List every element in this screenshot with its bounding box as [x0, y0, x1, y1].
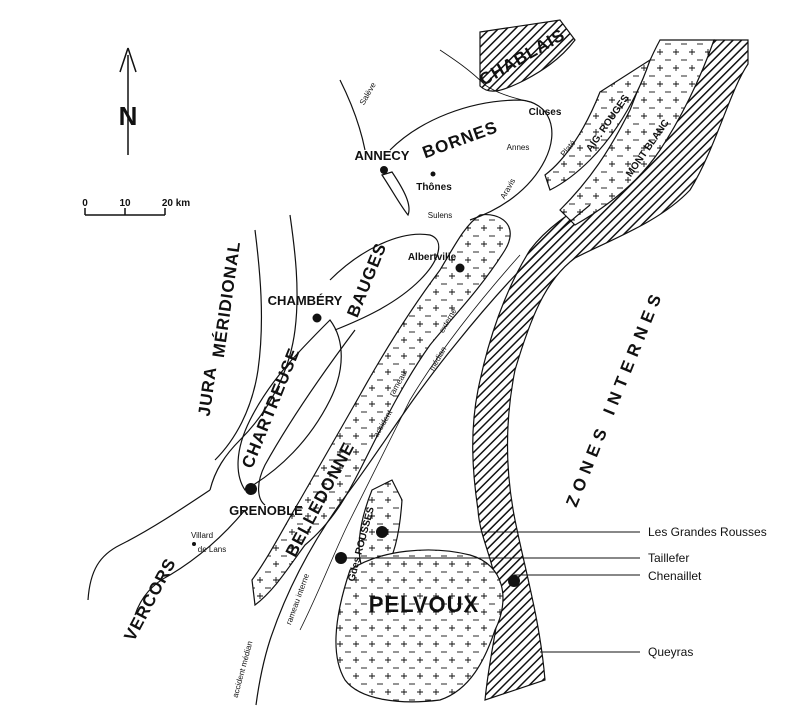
label-saleve: Salève — [358, 80, 378, 106]
label-cluses: Cluses — [529, 107, 562, 118]
label-belledonne: BELLEDONNE — [282, 439, 358, 560]
north-arrow: N — [119, 47, 138, 155]
north-label: N — [119, 101, 138, 131]
jura-outline — [209, 214, 298, 491]
mont-blanc-massif — [559, 39, 715, 226]
lake-annecy — [381, 171, 410, 217]
rameau-interne-line — [299, 254, 521, 631]
accident-median-fault — [255, 204, 591, 706]
aig-rouges-massif — [544, 58, 652, 191]
bornes-outline — [389, 99, 553, 221]
vercors-outline-2 — [134, 509, 246, 616]
scale-tick-10: 10 — [119, 198, 131, 209]
chartreuse-outline — [237, 319, 342, 491]
belledonne-massif — [251, 213, 511, 607]
label-annes: Annes — [507, 143, 530, 152]
label-meridional: MÉRIDIONAL — [209, 240, 244, 359]
label-annecy: ANNECY — [355, 148, 410, 163]
label-zones-internes: ZONES INTERNES — [562, 286, 667, 509]
annecy-dot — [380, 166, 388, 174]
chambery-dot — [312, 313, 322, 323]
saleve-outline — [339, 79, 366, 151]
label-rameau-interne: rameau interne — [284, 572, 311, 626]
villard-dot — [192, 542, 196, 546]
jura-outline-2 — [214, 229, 263, 461]
thones-dot — [430, 171, 436, 177]
annotation-queyras: Queyras — [648, 645, 693, 659]
label-chambery: CHAMBÉRY — [268, 293, 343, 308]
vercors-outline — [87, 489, 211, 601]
bauges-outline — [329, 233, 440, 331]
label-bornes: BORNES — [420, 117, 500, 162]
label-thones: Thônes — [416, 182, 452, 193]
label-albertville: Albertville — [408, 252, 457, 263]
albertville-dot — [455, 263, 465, 273]
chenaillet-point — [508, 575, 520, 587]
scale-bar: 0 10 20 km — [82, 198, 190, 216]
label-villard: Villard — [191, 531, 213, 540]
label-pelvoux: PELVOUX — [369, 592, 480, 617]
grenoble-dot — [245, 483, 257, 495]
label-accident-median: accident médian — [231, 640, 255, 699]
annotation-grandes-rousses: Les Grandes Rousses — [648, 525, 767, 539]
annotation-taillefer: Taillefer — [648, 551, 689, 565]
zones-internes-boundary — [472, 39, 749, 701]
rhone-valley-line — [439, 49, 531, 103]
label-vercors: VERCORS — [120, 555, 180, 644]
pelvoux-massif — [335, 549, 504, 703]
annotation-chenaillet: Chenaillet — [648, 569, 702, 583]
label-sulens: Sulens — [428, 211, 452, 220]
scale-tick-0: 0 — [82, 198, 88, 209]
scale-tick-20: 20 km — [162, 198, 190, 209]
label-de-lans: de Lans — [198, 545, 226, 554]
chartreuse-outline-2 — [258, 329, 356, 506]
chablais-boundary — [479, 19, 576, 92]
label-grenoble: GRENOBLE — [229, 503, 303, 518]
label-jura: JURA — [195, 365, 221, 417]
label-median: médian — [427, 345, 448, 372]
